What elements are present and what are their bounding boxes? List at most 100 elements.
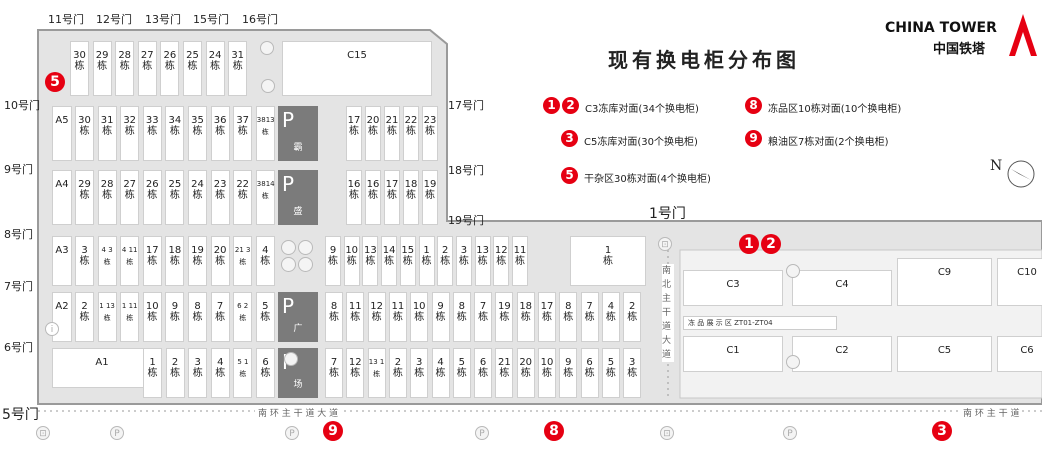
gate-label: 19号门: [448, 214, 484, 227]
compass-label: N: [990, 158, 1003, 174]
building-dong: 栋: [170, 368, 181, 379]
building-dong: 栋: [371, 312, 382, 323]
building-number: 24: [208, 50, 222, 61]
building: C10: [997, 258, 1042, 306]
facility-icon: [298, 257, 313, 272]
building-number: 30: [78, 115, 91, 126]
building-number: 25: [168, 179, 182, 190]
building-number: 3: [629, 357, 636, 368]
building-number: 9: [565, 357, 572, 368]
building-dong: 栋: [563, 368, 574, 379]
building-dong: 栋: [79, 126, 90, 137]
building-dong: 栋: [458, 256, 469, 267]
building-dong: 栋: [79, 256, 90, 267]
building-dong: 栋: [169, 126, 180, 137]
building-number: 11: [391, 301, 405, 312]
toilet-icon: [261, 79, 275, 93]
building-dong: 栋: [74, 61, 85, 72]
building-number: 3813: [256, 116, 275, 124]
building-number: 31: [231, 50, 245, 61]
building-number: 2: [81, 301, 88, 312]
building-number: 32: [123, 115, 137, 126]
marker-badge-icon: 9: [323, 421, 343, 441]
building-number: 5: [607, 357, 615, 368]
building-number: 17: [145, 245, 159, 256]
building-dong: 栋: [346, 256, 357, 267]
building-number: 8: [565, 301, 572, 312]
info-icon: i: [45, 322, 59, 336]
parking-circle-icon: ⊡: [658, 237, 672, 251]
building-dong: 栋: [142, 61, 153, 72]
building-number: 9: [329, 245, 337, 256]
building-dong: 栋: [215, 368, 226, 379]
gate-label: 7号门: [4, 280, 33, 293]
building-dong: 栋: [392, 312, 403, 323]
marker-badge-icon: 2: [562, 97, 579, 114]
building-number: 19: [498, 301, 511, 312]
building-dong: 栋: [478, 368, 489, 379]
building-dong: 栋: [584, 368, 595, 379]
parking-label: 霸: [293, 143, 303, 153]
building-number: 2: [171, 357, 179, 368]
building-number: 18: [168, 245, 182, 256]
building-dong: 栋: [384, 256, 395, 267]
building-dong: 栋: [435, 312, 446, 323]
building: C6: [997, 336, 1042, 372]
building-dong: 栋: [499, 368, 510, 379]
building-number: 6: [586, 357, 593, 368]
building-dong: 栋: [350, 368, 361, 379]
building-dong: 栋: [373, 370, 381, 378]
building-dong: 栋: [584, 312, 595, 323]
building-number: 1 11: [121, 302, 138, 310]
building-number: 21: [498, 357, 511, 368]
building-dong: 栋: [239, 258, 247, 266]
building-number: 23: [213, 179, 227, 190]
building-number: 2: [442, 245, 449, 256]
building-dong: 栋: [97, 61, 108, 72]
building-number: C6: [1020, 345, 1034, 356]
building-number: 22: [236, 179, 250, 190]
building-number: C5: [937, 345, 952, 356]
building-number: 27: [123, 179, 137, 190]
toilet-icon: [786, 264, 800, 278]
toilet-icon: [284, 352, 298, 366]
building-number: A5: [55, 115, 69, 126]
marker-badge-icon: 1: [739, 234, 759, 254]
building-number: 26: [163, 50, 177, 61]
building-dong: 栋: [328, 256, 338, 267]
building-number: 33: [145, 115, 159, 126]
building-dong: 栋: [627, 312, 638, 323]
building-number: A4: [55, 179, 69, 190]
building-dong: 栋: [147, 190, 158, 201]
facility-icon: [281, 240, 296, 255]
parking-label: 场: [293, 380, 303, 390]
building-dong: 栋: [520, 312, 531, 323]
building-number: C4: [835, 279, 849, 290]
parking-circle-icon: P: [285, 426, 299, 440]
